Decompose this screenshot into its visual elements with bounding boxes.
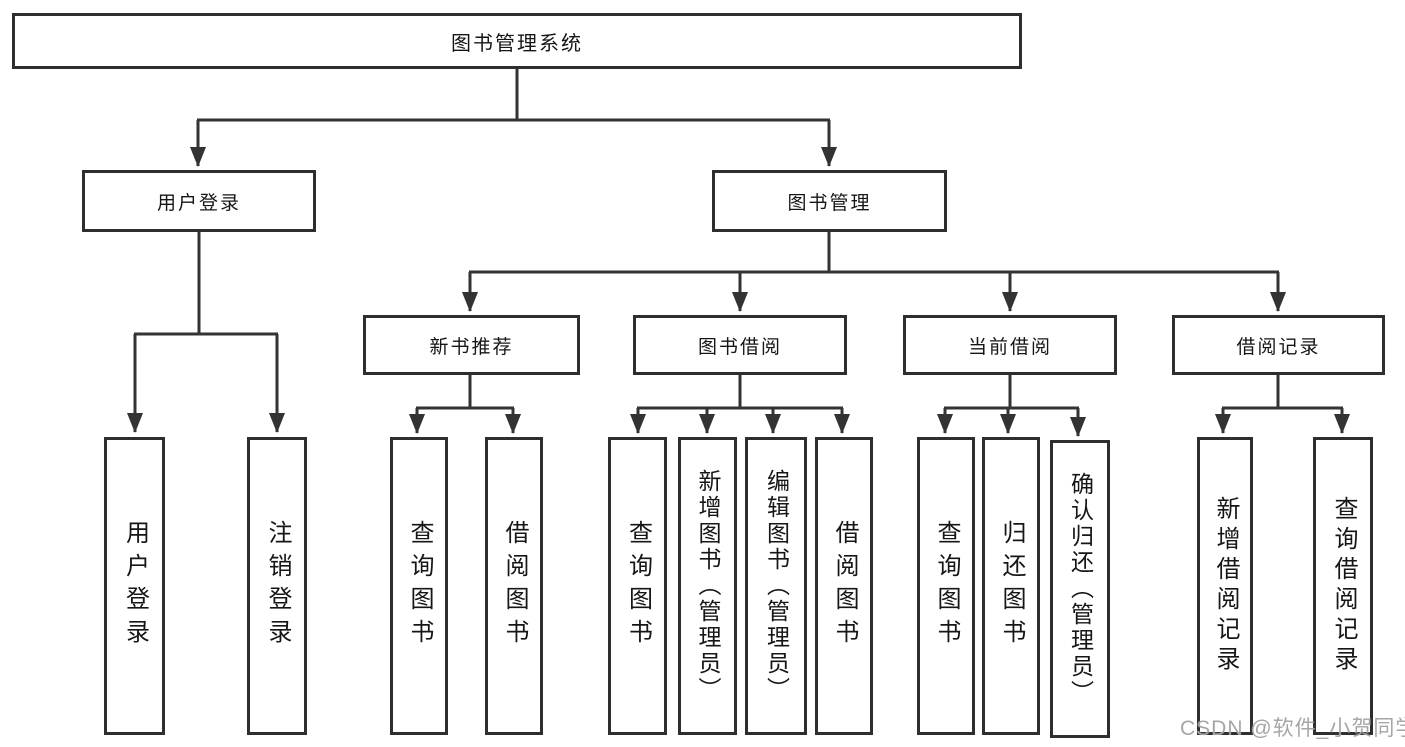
- leaf-recommend-borrow-books: 借阅图书: [485, 437, 543, 735]
- leaf-current-query-books: 查询图书: [917, 437, 975, 735]
- leaf-add-books-admin: 新增图书（管理员）: [678, 437, 737, 735]
- leaf-borrow-books: 借阅图书: [815, 437, 873, 735]
- connector-arrows: [127, 120, 1350, 437]
- node-new-book-recommendation: 新书推荐: [363, 315, 580, 375]
- node-book-borrowing: 图书借阅: [633, 315, 847, 375]
- node-book-management-system: 图书管理系统: [12, 13, 1022, 69]
- leaf-confirm-return-admin: 确认归还（管理员）: [1050, 440, 1110, 738]
- leaf-add-borrow-record: 新增借阅记录: [1197, 437, 1253, 735]
- csdn-watermark: CSDN @软件_小贺同学: [1180, 717, 1405, 740]
- leaf-query-borrow-record: 查询借阅记录: [1313, 437, 1373, 735]
- leaf-edit-books-admin: 编辑图书（管理员）: [745, 437, 807, 735]
- leaf-logout: 注销登录: [247, 437, 307, 735]
- node-current-borrowing: 当前借阅: [903, 315, 1117, 375]
- leaf-return-books: 归还图书: [982, 437, 1040, 735]
- node-user-login-branch: 用户登录: [82, 170, 316, 232]
- node-book-management-branch: 图书管理: [712, 170, 947, 232]
- node-borrowing-records: 借阅记录: [1172, 315, 1385, 375]
- leaf-user-login: 用户登录: [104, 437, 165, 735]
- leaf-borrowing-query-books: 查询图书: [608, 437, 667, 735]
- leaf-recommend-query-books: 查询图书: [390, 437, 448, 735]
